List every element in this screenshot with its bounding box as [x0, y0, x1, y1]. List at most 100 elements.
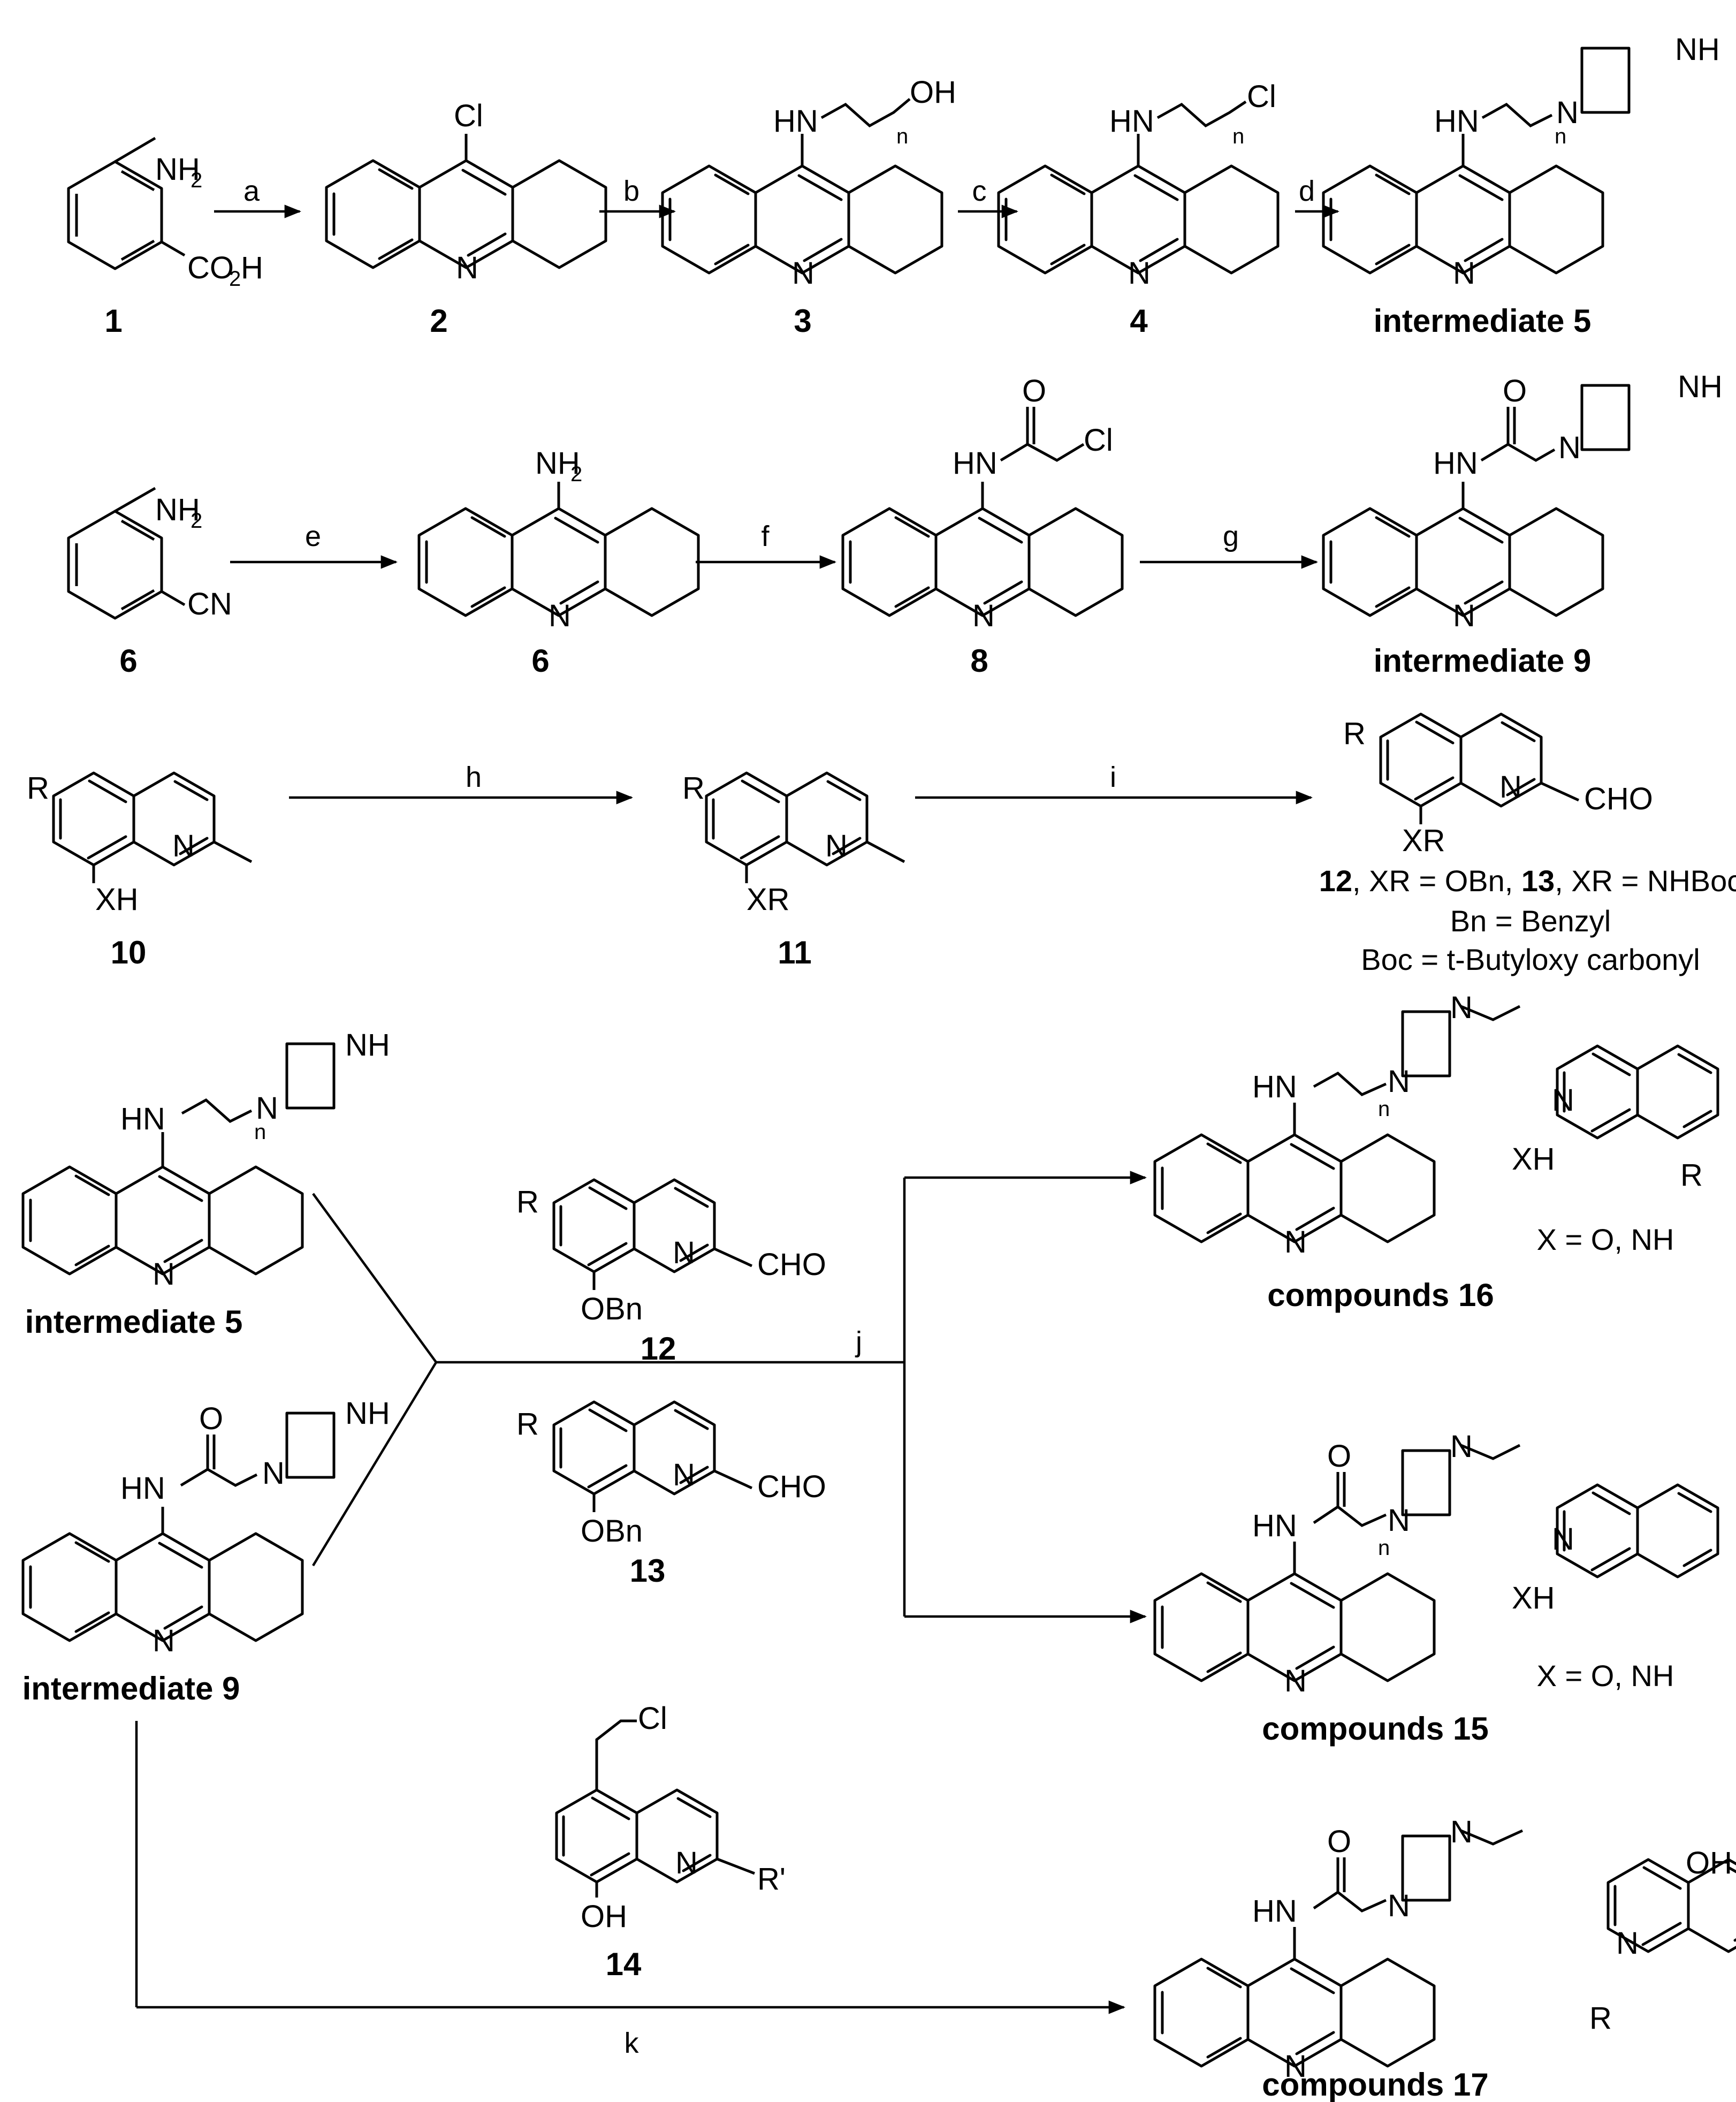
label-1: 1	[104, 303, 122, 339]
svg-text:n: n	[1555, 125, 1566, 148]
svg-text:Cl: Cl	[1084, 423, 1113, 458]
reagent-j: j	[855, 1326, 862, 1358]
reagent-b: b	[623, 175, 639, 207]
svg-text:N: N	[1128, 256, 1151, 291]
svg-text:N: N	[1284, 2049, 1307, 2084]
svg-text:HN: HN	[120, 1102, 165, 1136]
svg-text:XH: XH	[1512, 1142, 1555, 1177]
svg-text:O: O	[1503, 374, 1527, 408]
label-intermediate-5-left: intermediate 5	[25, 1304, 243, 1340]
note-boc: Boc = t-Butyloxy carbonyl	[1361, 943, 1700, 976]
reagent-e: e	[305, 520, 321, 552]
svg-text:N: N	[1453, 598, 1475, 633]
label-compounds-15: compounds 15	[1262, 1711, 1488, 1747]
svg-text:R: R	[682, 771, 705, 806]
svg-text:OBn: OBn	[581, 1292, 643, 1326]
svg-text:CHO: CHO	[757, 1247, 826, 1282]
intermediate-9-left: HN O N NH N	[23, 1396, 390, 1658]
reagent-h: h	[466, 761, 482, 793]
svg-text:HN: HN	[120, 1471, 165, 1506]
svg-text:N: N	[1388, 1888, 1410, 1923]
svg-text:R: R	[516, 1407, 539, 1441]
svg-text:XR: XR	[747, 882, 790, 917]
reagent-compound-13: R N CHO OBn	[516, 1402, 826, 1549]
svg-text:N: N	[675, 1846, 698, 1880]
intermediate-9-top: HN O N NH N	[1323, 369, 1723, 633]
svg-text:N: N	[153, 1623, 175, 1658]
svg-text:N: N	[549, 598, 571, 633]
svg-text:N: N	[1499, 770, 1522, 805]
intermediate-5-left: HN n N NH N	[23, 1028, 390, 1292]
reagent-d: d	[1299, 175, 1315, 207]
svg-text:N: N	[1450, 1429, 1473, 1464]
compound-11: R N XR	[682, 771, 905, 917]
label-6b: 6	[531, 643, 549, 679]
label-14: 14	[606, 1946, 642, 1982]
svg-text:OH: OH	[1686, 1846, 1732, 1880]
compound-2: Cl N	[326, 98, 606, 285]
svg-text:2: 2	[229, 267, 241, 291]
svg-text:N: N	[1558, 430, 1581, 465]
svg-text:OH: OH	[581, 1899, 627, 1934]
svg-text:n: n	[1232, 125, 1244, 148]
svg-text:CO: CO	[187, 251, 234, 285]
compound-1: NH 2 CO 2 H	[67, 136, 263, 291]
svg-text:O: O	[1327, 1824, 1351, 1859]
label-8: 8	[970, 643, 988, 679]
svg-text:N: N	[1284, 1664, 1307, 1698]
svg-text:R: R	[27, 771, 49, 806]
svg-text:XH: XH	[1512, 1581, 1555, 1615]
svg-text:NH: NH	[155, 492, 200, 527]
reagent-k: k	[625, 2027, 639, 2059]
label-intermediate-5: intermediate 5	[1374, 303, 1592, 339]
reagent-i: i	[1110, 761, 1116, 793]
svg-text:N: N	[1556, 95, 1579, 130]
svg-text:O: O	[199, 1401, 223, 1436]
svg-text:n: n	[896, 125, 908, 148]
svg-text:N: N	[1388, 1064, 1410, 1099]
reagent-compound-12: R N CHO OBn	[516, 1180, 826, 1326]
svg-text:CHO: CHO	[1584, 781, 1653, 816]
svg-text:N: N	[792, 256, 814, 291]
svg-text:HN: HN	[1252, 1894, 1297, 1929]
svg-text:NH: NH	[155, 152, 200, 187]
svg-text:CN: CN	[187, 587, 232, 621]
note-x-16: X = O, NH	[1537, 1223, 1674, 1256]
label-10: 10	[111, 935, 147, 970]
svg-text:R: R	[1589, 2001, 1612, 2036]
svg-text:n: n	[254, 1120, 266, 1144]
svg-text:R: R	[516, 1185, 539, 1219]
svg-text:CHO: CHO	[757, 1469, 826, 1504]
compound-3: HN n OH N	[663, 75, 956, 291]
svg-text:2: 2	[191, 509, 202, 533]
label-12: 12	[641, 1331, 676, 1367]
compound-8: HN O Cl N	[843, 374, 1122, 633]
svg-text:N: N	[825, 829, 848, 863]
compounds-15: HN O n N N N XH N	[1155, 1429, 1718, 1698]
svg-text:N: N	[1450, 990, 1473, 1025]
reagent-c: c	[972, 175, 987, 207]
compound-10: R N XH	[27, 771, 253, 917]
label-6a: 6	[119, 643, 137, 679]
svg-text:N: N	[1616, 1926, 1639, 1961]
svg-text:O: O	[1327, 1439, 1351, 1474]
svg-text:n: n	[1378, 1536, 1390, 1560]
compound-6-aminobenzonitrile: NH 2 CN	[67, 487, 232, 621]
svg-text:NH: NH	[1675, 32, 1720, 67]
svg-text:HN: HN	[1252, 1508, 1297, 1543]
svg-text:N: N	[172, 829, 195, 863]
svg-text:HN: HN	[1433, 446, 1478, 481]
label-compounds-17: compounds 17	[1262, 2067, 1488, 2102]
svg-text:Cl: Cl	[1247, 79, 1276, 114]
svg-text:N: N	[673, 1235, 695, 1270]
svg-text:R: R	[1680, 1158, 1703, 1193]
svg-text:NH: NH	[345, 1028, 390, 1063]
svg-text:HN: HN	[953, 446, 998, 481]
svg-text:N: N	[456, 251, 478, 285]
note-bn: Bn = Benzyl	[1450, 904, 1611, 938]
compounds-12-13-aldehyde: R N CHO XR	[1343, 714, 1653, 858]
label-2: 2	[430, 303, 447, 339]
svg-text:N: N	[1284, 1225, 1307, 1259]
label-4: 4	[1130, 303, 1148, 339]
